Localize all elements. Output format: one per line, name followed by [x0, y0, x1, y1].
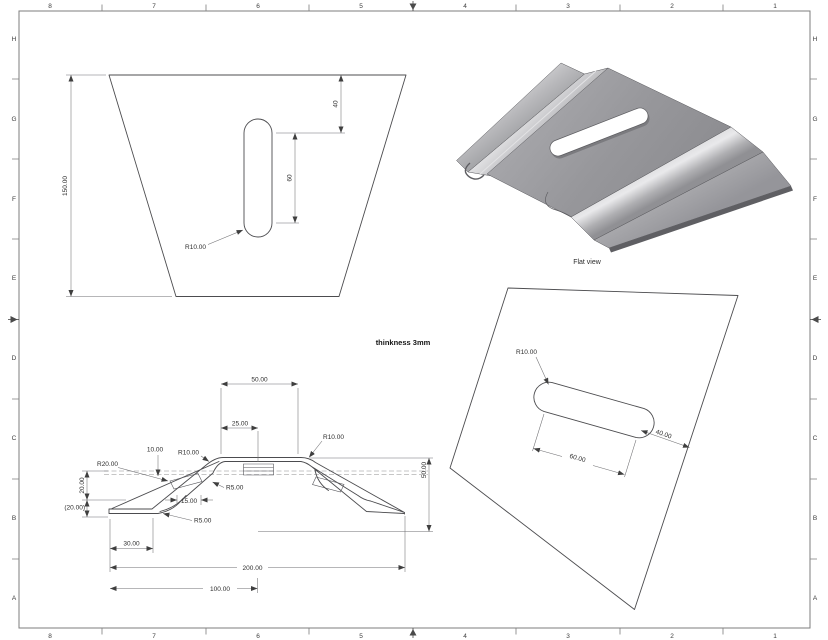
- zone-label: C: [12, 435, 17, 442]
- dim-text-foot-len: 30.00: [123, 541, 140, 548]
- zone-label: 5: [359, 3, 363, 10]
- iso-caption: Flat view: [573, 259, 602, 266]
- dim-text-step: 10.00: [147, 447, 164, 454]
- dim-text-slot-radius: R10.00: [185, 244, 206, 251]
- zone-label: 7: [152, 633, 156, 640]
- dim-text-flange-len: 15.00: [181, 498, 198, 505]
- leader-r10-left: [200, 455, 210, 462]
- dim-line-60-left: [533, 447, 563, 457]
- dim-text-slot-offset: 40: [333, 100, 340, 108]
- dim-text-height: 150.00: [62, 176, 69, 196]
- zone-label: C: [813, 435, 818, 442]
- leader-r20: [117, 467, 169, 482]
- zone-label: B: [813, 515, 817, 522]
- dim-line-60-right: [592, 465, 625, 476]
- zone-label: 3: [566, 633, 570, 640]
- zone-label: 4: [463, 633, 467, 640]
- zone-labels-left: H G F E D C B A: [11, 36, 16, 602]
- zone-label: 2: [670, 633, 674, 640]
- center-mark-left: [8, 316, 19, 323]
- center-mark-bottom: [409, 628, 417, 638]
- flat-rotated-extension-lines: [532, 413, 637, 478]
- thickness-note: thinkness 3mm: [376, 338, 431, 347]
- view-iso-3d: Flat view: [456, 62, 793, 266]
- iso-edge-curl: [464, 162, 485, 180]
- zone-label: 6: [256, 633, 260, 640]
- zone-label: D: [12, 355, 17, 362]
- zone-label: G: [11, 116, 16, 123]
- zone-label: D: [813, 355, 818, 362]
- dim-text-relief-bottom: R5.00: [194, 518, 212, 525]
- dim-text-relief-top: R5.00: [226, 485, 244, 492]
- center-mark-top: [409, 1, 417, 11]
- zone-labels-top: 8 7 6 5 4 3 2 1: [48, 3, 777, 10]
- zone-label: 1: [773, 3, 777, 10]
- profile-details: [169, 463, 345, 493]
- dim-text-slot-radius: R10.00: [516, 349, 537, 356]
- dim-line-40: [640, 430, 690, 448]
- flat-rotated-outline: [449, 287, 739, 610]
- zone-label: H: [12, 36, 17, 43]
- view-profile: 50.00 25.00 R10.00 10.00 R10.00 R20.00 2…: [64, 377, 433, 593]
- dim-text-slot-length: 60: [287, 174, 294, 182]
- zone-label: 7: [152, 3, 156, 10]
- flat-rotated-slot: [533, 381, 655, 439]
- zone-label: 5: [359, 633, 363, 640]
- zone-label: F: [813, 196, 817, 203]
- dim-text-bend-right: R10.00: [323, 434, 344, 441]
- dim-text-overall: 200.00: [243, 565, 263, 572]
- iso-relief-notch: [545, 191, 572, 218]
- flat-front-outline: [108, 74, 407, 297]
- leader-r10: [535, 356, 549, 385]
- zone-label: E: [12, 275, 17, 282]
- view-flat-front: 150.00 40 60 R10.00: [62, 74, 407, 297]
- leader-r10-right: [308, 440, 323, 458]
- zone-label: 2: [670, 3, 674, 10]
- dim-text-edge-offset: 40.00: [655, 429, 673, 441]
- dim-text-wing-drop: 20.00: [79, 477, 86, 494]
- zone-label: 8: [48, 3, 52, 10]
- dim-text-top-flat: 50.00: [251, 377, 268, 384]
- zone-label: F: [12, 196, 16, 203]
- dim-text-slot-length: 60.00: [569, 453, 587, 464]
- leader-r5-top: [212, 481, 225, 488]
- zone-label: H: [813, 36, 818, 43]
- zone-label: G: [812, 116, 817, 123]
- dim-text-wing-drop-ref: (20.00): [64, 505, 85, 512]
- zone-label: B: [12, 515, 16, 522]
- zone-label: 6: [256, 3, 260, 10]
- dim-text-half-span: 100.00: [210, 586, 230, 593]
- frame-ticks-left: [12, 78, 19, 560]
- frame-ticks-bottom: [101, 628, 724, 635]
- zone-labels-bottom: 8 7 6 5 4 3 2 1: [48, 633, 777, 640]
- zone-label: 1: [773, 633, 777, 640]
- leader-r5-bottom: [162, 512, 193, 521]
- leader-r10: [207, 229, 244, 245]
- flat-front-extension-lines: [66, 74, 345, 297]
- iso-fold-highlight: [479, 70, 597, 175]
- profile-centerlines: [104, 470, 428, 475]
- profile-outline: [108, 457, 405, 515]
- dim-text-outer-bend: R20.00: [97, 461, 118, 468]
- dim-text-slot-center: 25.00: [232, 421, 249, 428]
- frame-ticks-right: [810, 78, 817, 560]
- flat-front-slot: [243, 118, 273, 238]
- dim-text-bend-left: R10.00: [178, 450, 199, 457]
- frame-border: [18, 10, 811, 629]
- dim-text-height-right: 50.00: [421, 461, 428, 478]
- profile-extension-lines: [82, 388, 433, 593]
- zone-label: E: [813, 275, 818, 282]
- zone-label: A: [12, 595, 17, 602]
- center-mark-right: [810, 316, 821, 323]
- iso-flange-edge: [609, 186, 793, 253]
- sheet-frame: 8 7 6 5 4 3 2 1 8 7 6 5 4 3 2 1 H G F E …: [8, 1, 821, 640]
- zone-label: 4: [463, 3, 467, 10]
- zone-label: 8: [48, 633, 52, 640]
- zone-label: 3: [566, 3, 570, 10]
- zone-labels-right: H G F E D C B A: [812, 36, 817, 602]
- zone-label: A: [813, 595, 818, 602]
- iso-slot-hole: [549, 107, 649, 157]
- view-flat-rotated: R10.00 60.00 40.00: [449, 287, 739, 610]
